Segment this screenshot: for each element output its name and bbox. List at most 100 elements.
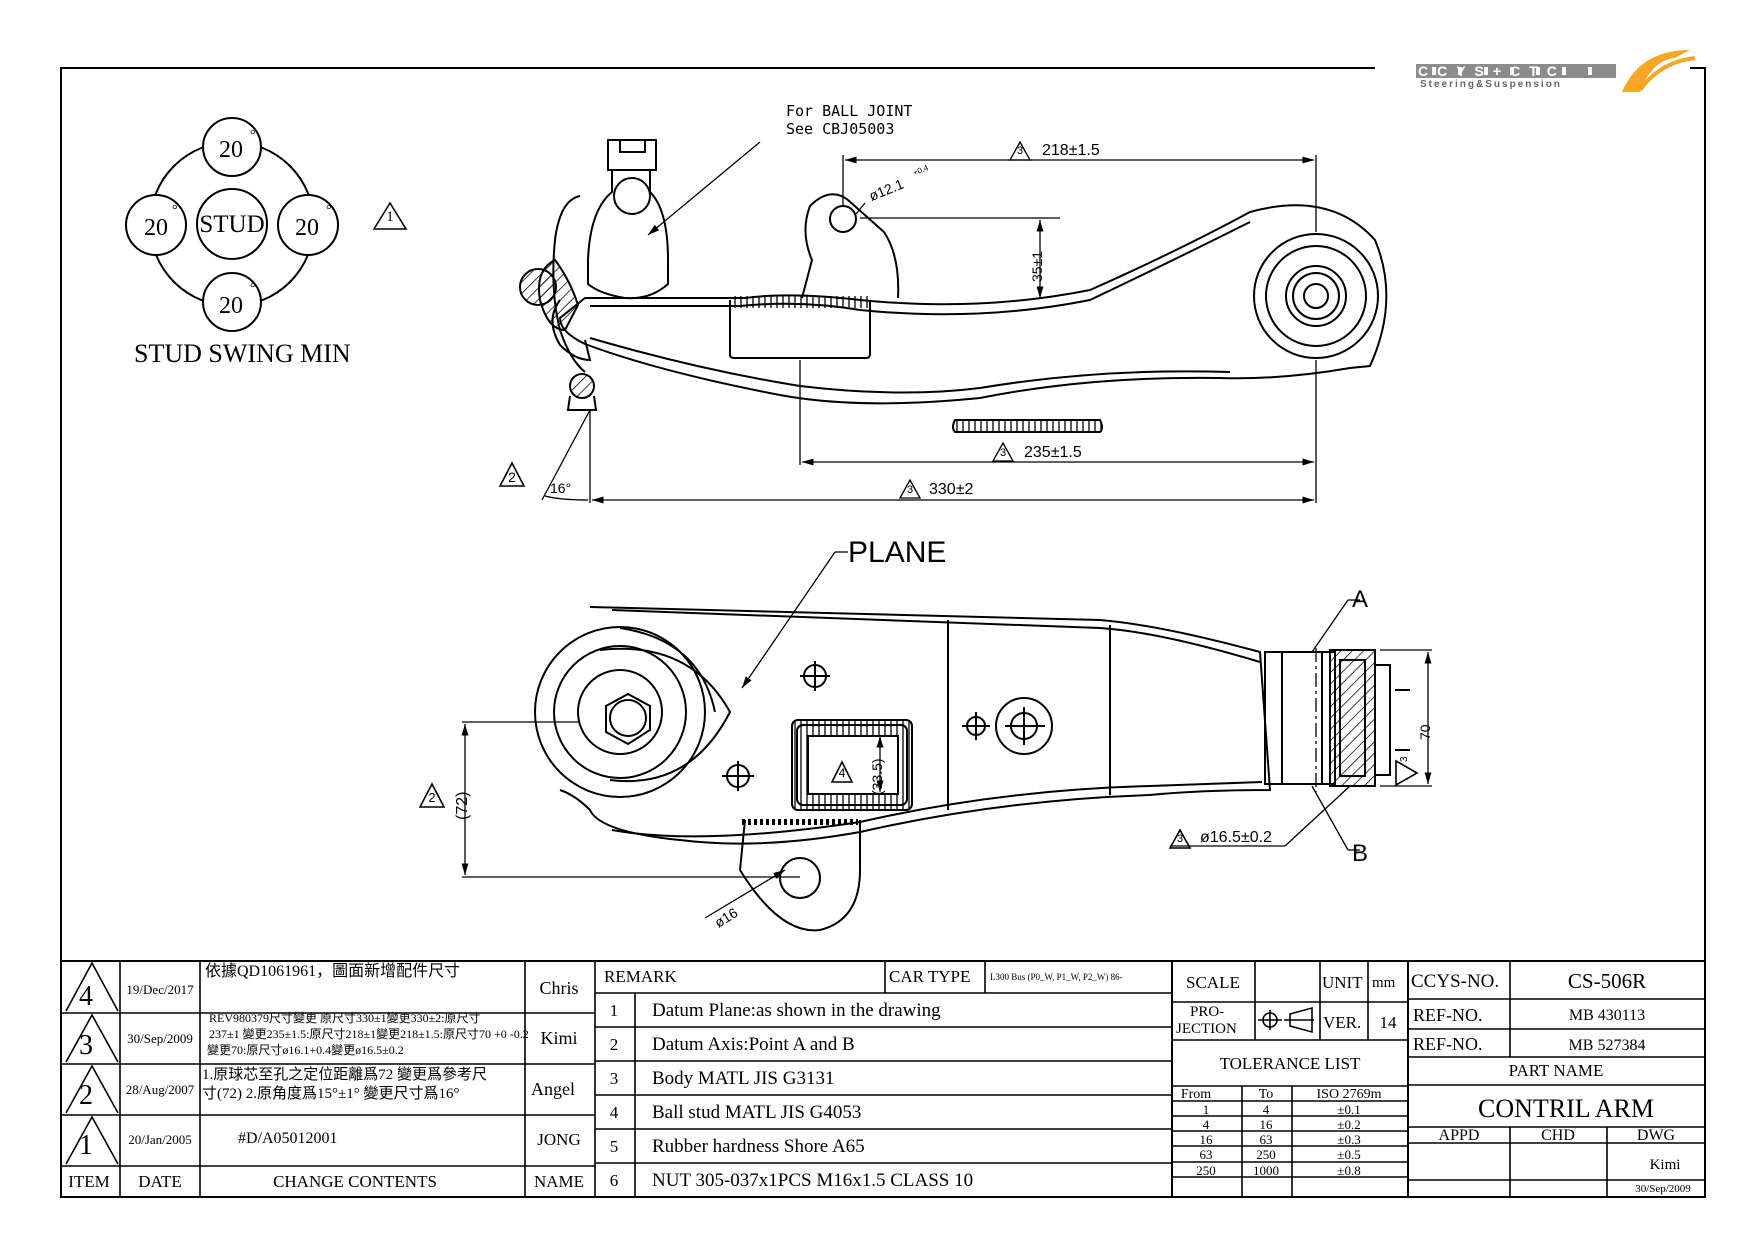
rev-content-1: #D/A05012001 (238, 1130, 338, 1147)
dim-angle: 16° (550, 480, 572, 496)
ref-no-1-value: MB 430113 (1568, 1007, 1646, 1024)
dim-16-5-rev: 3 (1176, 833, 1184, 845)
version-label: VER. (1323, 1013, 1362, 1032)
dim-72: (72) (454, 791, 471, 820)
tol-row-1-from: 1 (1202, 1102, 1210, 1117)
rev-item-4: 4 (79, 981, 93, 1012)
ref-no-1-label: REF-NO. (1413, 1005, 1483, 1025)
part-name-label: PART NAME (1508, 1061, 1604, 1080)
ccys-no-value: CS-506R (1567, 969, 1647, 993)
tol-row-4-tol: ±0.5 (1337, 1147, 1361, 1162)
stud-swing-right-value: 20 (295, 215, 319, 241)
logo-tagline: Steering&Suspension (1420, 79, 1562, 90)
stud-swing-diagram (125, 117, 408, 332)
tol-row-5-from: 250 (1196, 1163, 1216, 1178)
tol-row-3-tol: ±0.3 (1337, 1132, 1361, 1147)
stud-swing-bottom-degree: ° (250, 281, 256, 296)
tol-row-4-to: 250 (1256, 1147, 1276, 1162)
dim-330-rev: 3 (906, 484, 914, 496)
dim-218: 218±1.5 (1042, 142, 1100, 159)
tol-row-2-to: 16 (1259, 1117, 1273, 1132)
ref-no-2-value: MB 527384 (1568, 1037, 1646, 1054)
car-type-label: CAR TYPE (889, 967, 971, 986)
top-view-drawing (534, 606, 1410, 932)
dim-35: 35±1 (1029, 250, 1045, 282)
remark-text-5: Rubber hardness Shore A65 (652, 1136, 865, 1157)
part-name-value: CONTRIL ARM (1478, 1094, 1654, 1123)
dim-angle-rev: 2 (508, 469, 516, 485)
rev-content-3-line1: REV980379尺寸變更 原尺寸330±1變更330±2:原尺寸 (209, 1011, 481, 1025)
stud-swing-top-value: 20 (219, 137, 243, 163)
tol-row-1-to: 4 (1262, 1102, 1270, 1117)
rev-date-4: 19/Dec/2017 (126, 982, 194, 997)
unit-label: UNIT (1322, 973, 1363, 992)
car-type-value: L300 Bus (P0_W, P1_W, P2_W) 86- (990, 972, 1123, 982)
tol-row-1-tol: ±0.1 (1337, 1102, 1361, 1117)
version-value: 14 (1379, 1013, 1397, 1032)
remark-text-3: Body MATL JIS G3131 (652, 1068, 835, 1089)
stud-swing-caption: STUD SWING MIN (134, 339, 351, 368)
rev-item-2: 2 (79, 1080, 93, 1111)
tol-row-2-tol: ±0.2 (1337, 1117, 1361, 1132)
stud-swing-left-value: 20 (144, 215, 168, 241)
projection-label-line1: PRO- (1190, 1004, 1225, 1020)
ccys-no-label: CCYS-NO. (1411, 971, 1500, 992)
rev-content-4: 依據QD1061961，圖面新增配件尺寸 (205, 963, 461, 980)
ball-joint-note-line1: For BALL JOINT (786, 102, 913, 120)
tol-row-5-tol: ±0.8 (1337, 1163, 1361, 1178)
logo-brand: CCYS+CTC (1418, 63, 1566, 79)
rev-name-4: Chris (539, 978, 579, 998)
tol-header-from: From (1180, 1087, 1212, 1102)
dim-16-5: ø16.5±0.2 (1200, 829, 1272, 846)
dim-330: 330±2 (929, 481, 974, 498)
remark-no-3: 3 (609, 1069, 619, 1088)
side-view-dimensions (498, 140, 1317, 504)
rev-item-1: 1 (79, 1130, 93, 1161)
remark-no-4: 4 (609, 1103, 619, 1122)
tol-header-std: ISO 2769m (1316, 1087, 1382, 1102)
plane-label: PLANE (848, 536, 947, 569)
rev-content-2-line2: 寸(72) 2.原角度爲15°±1° 變更尺寸爲16° (202, 1086, 460, 1102)
dim-70: 70 (1417, 724, 1433, 740)
remark-no-5: 5 (609, 1137, 619, 1156)
tol-row-2-from: 4 (1202, 1117, 1210, 1132)
sheet-border (60, 67, 1706, 1198)
rev-header-content: CHANGE CONTENTS (273, 1172, 437, 1191)
datum-point-a: A (1352, 586, 1369, 613)
dim-218-rev: 3 (1016, 145, 1024, 157)
rev-name-3: Kimi (540, 1028, 578, 1048)
ball-joint-note-line2: See CBJ05003 (786, 120, 895, 138)
rev-date-2: 28/Aug/2007 (125, 1082, 195, 1097)
remark-text-2: Datum Axis:Point A and B (652, 1034, 855, 1055)
tol-row-5-to: 1000 (1253, 1163, 1279, 1178)
dwg-name: Kimi (1649, 1157, 1681, 1173)
side-view-drawing (519, 139, 1388, 433)
company-logo (1416, 50, 1696, 92)
rev-item-3: 3 (79, 1030, 93, 1061)
remark-no-6: 6 (609, 1171, 619, 1190)
dim-33-5: (33.5) (869, 758, 885, 795)
stud-swing-bottom-value: 20 (219, 293, 243, 319)
rev-name-2: Angel (531, 1079, 575, 1099)
dim-72-rev: 2 (428, 790, 436, 805)
unit-value: mm (1372, 975, 1396, 991)
rev-date-1: 20/Jan/2005 (128, 1132, 192, 1147)
tolerance-list-title: TOLERANCE LIST (1219, 1054, 1361, 1073)
scale-label: SCALE (1186, 973, 1240, 992)
dim-235: 235±1.5 (1024, 444, 1082, 461)
remark-text-1: Datum Plane:as shown in the drawing (652, 1000, 941, 1021)
title-block-grid (61, 960, 1705, 1197)
rev-date-3: 30/Sep/2009 (127, 1031, 193, 1046)
appd-label: APPD (1438, 1127, 1480, 1144)
rev-name-1: JONG (537, 1130, 581, 1149)
datum-point-b: B (1352, 840, 1369, 867)
rev-header-item: ITEM (68, 1172, 110, 1191)
remark-text-4: Ball stud MATL JIS G4053 (652, 1102, 862, 1123)
dwg-label: DWG (1636, 1127, 1676, 1144)
tol-row-4-from: 63 (1199, 1147, 1213, 1162)
rev-content-3-line2: 237±1 變更235±1.5:原尺寸218±1變更218±1.5:原尺寸70 … (209, 1027, 529, 1041)
rev-content-3-line3: 變更70:原尺寸ø16.1+0.4變更ø16.5±0.2 (207, 1043, 404, 1057)
stud-swing-center-label: STUD (199, 211, 265, 238)
rev-header-name: NAME (533, 1172, 585, 1191)
